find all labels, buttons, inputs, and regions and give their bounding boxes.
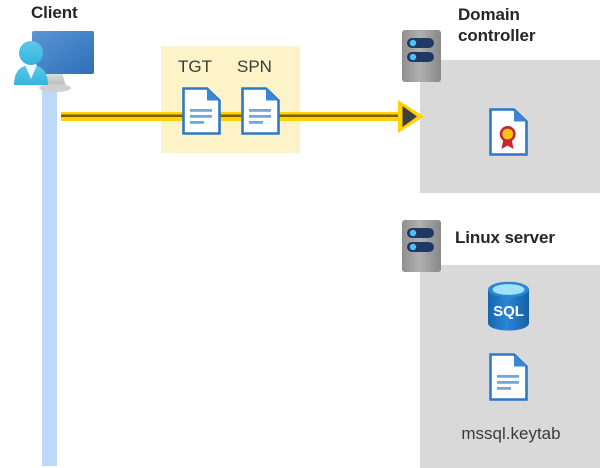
linux-server-title: Linux server xyxy=(455,228,555,247)
domain-controller-title-line2: controller xyxy=(458,26,536,45)
domain-controller-title: Domain controller xyxy=(458,4,598,46)
server-rack-icon xyxy=(402,220,441,272)
flow-line-segment xyxy=(299,112,403,121)
document-icon xyxy=(489,353,528,401)
sql-database-icon: SQL xyxy=(486,280,531,332)
client-lifeline xyxy=(42,78,57,466)
flow-line-segment xyxy=(161,112,300,121)
message-item-label-tgt: TGT xyxy=(178,57,212,76)
client-workstation-icon xyxy=(8,27,100,99)
message-item-label-spn: SPN xyxy=(237,57,272,76)
keytab-file-label: mssql.keytab xyxy=(461,424,561,443)
document-icon xyxy=(241,87,280,135)
domain-controller-title-line1: Domain xyxy=(458,5,520,24)
sql-database-text: SQL xyxy=(493,303,524,320)
document-icon xyxy=(182,87,221,135)
flow-line-segment xyxy=(61,112,162,121)
server-rack-icon xyxy=(402,30,441,82)
right-arrow-icon xyxy=(398,100,424,133)
certificate-document-icon xyxy=(489,108,528,156)
client-label: Client xyxy=(31,3,78,22)
